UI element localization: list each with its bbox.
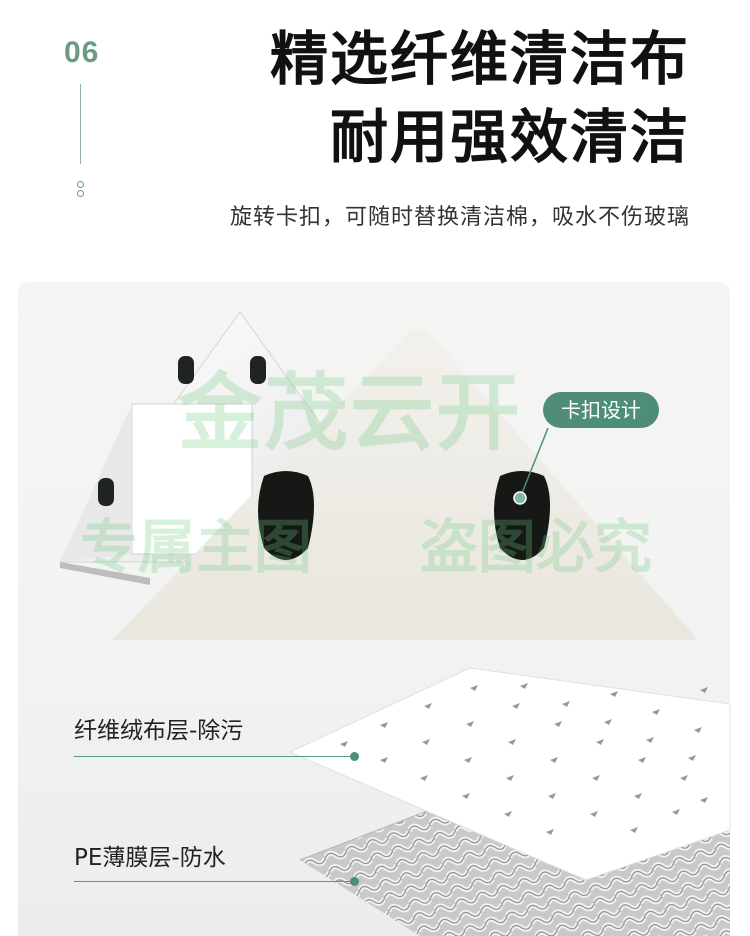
felt-cleaning-pad: [112, 328, 698, 640]
section-divider-line: [80, 84, 81, 164]
buckle-design-badge: 卡扣设计: [543, 392, 659, 428]
section-number: 06: [64, 36, 100, 69]
section-dots-icon: [76, 181, 86, 203]
fiber-fleece-layer: [288, 667, 731, 881]
layer-label-pe-film: PE薄膜层-防水: [74, 845, 226, 871]
layer-dot-fiber: [350, 752, 359, 761]
callout-pointer: [513, 427, 549, 505]
layer-dot-pe-film: [350, 877, 359, 886]
subtitle: 旋转卡扣，可随时替换清洁棉，吸水不伤玻璃: [229, 205, 690, 230]
headline-line-2: 耐用强效清洁: [329, 103, 690, 171]
layer-label-fiber: 纤维绒布层-除污: [74, 718, 244, 744]
headline-line-1: 精选纤维清洁布: [269, 25, 690, 93]
layer-line-pe-film: [74, 881, 354, 882]
layer-line-fiber: [74, 756, 354, 757]
